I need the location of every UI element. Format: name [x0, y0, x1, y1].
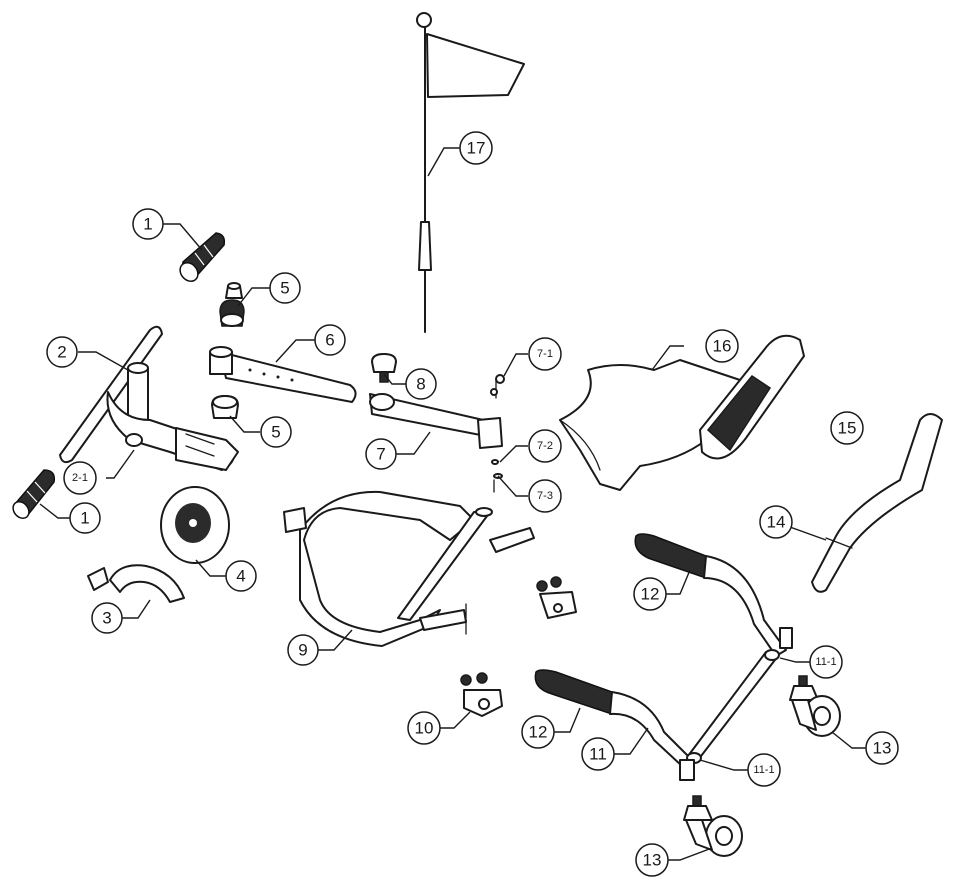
part-wheel	[160, 486, 230, 564]
callout-14: 14	[759, 505, 793, 539]
callout-9: 9	[287, 634, 319, 666]
part-main-frame	[283, 490, 535, 647]
svg-text:10: 10	[415, 719, 434, 738]
part-grip-bottom	[12, 469, 56, 519]
svg-text:11: 11	[589, 745, 607, 764]
svg-text:16: 16	[713, 337, 732, 356]
part-grip-top	[179, 232, 226, 282]
callout-8: 8	[405, 368, 437, 400]
svg-text:6: 6	[325, 331, 334, 350]
svg-text:12: 12	[641, 585, 660, 604]
part-cap-top	[219, 282, 245, 327]
part-knob	[371, 353, 397, 383]
svg-text:5: 5	[271, 423, 280, 442]
svg-text:1: 1	[143, 215, 152, 234]
svg-text:11-1: 11-1	[753, 764, 774, 776]
svg-text:15: 15	[838, 419, 857, 438]
part-upper-tube	[209, 346, 357, 403]
part-lower-tube	[369, 374, 505, 493]
svg-text:13: 13	[873, 739, 892, 758]
part-flag	[416, 12, 525, 333]
callout-6: 6	[314, 324, 346, 356]
callout-7: 7	[365, 438, 397, 470]
svg-text:12: 12	[529, 723, 548, 742]
part-clamp-upper	[536, 576, 577, 619]
callout-2-1: 2-1	[63, 461, 97, 495]
callout-5-top: 5	[269, 272, 301, 304]
part-fender	[87, 564, 185, 603]
svg-text:7-1: 7-1	[537, 348, 553, 360]
svg-text:7: 7	[376, 445, 385, 464]
callout-1-top: 1	[132, 208, 164, 240]
svg-text:2: 2	[57, 343, 66, 362]
callout-1-bottom: 1	[69, 502, 101, 534]
callout-7-2: 7-2	[528, 429, 562, 463]
svg-text:8: 8	[416, 375, 425, 394]
svg-text:11-1: 11-1	[815, 656, 836, 668]
svg-text:5: 5	[280, 279, 289, 298]
svg-text:4: 4	[236, 567, 245, 586]
callout-16: 16	[705, 329, 739, 363]
callout-12-bottom: 12	[521, 715, 555, 749]
svg-text:17: 17	[467, 139, 486, 158]
svg-text:7-2: 7-2	[537, 440, 553, 452]
callout-17: 17	[459, 131, 493, 165]
callout-5-bottom: 5	[260, 416, 292, 448]
svg-text:3: 3	[102, 609, 111, 628]
part-caster-bottom	[683, 795, 743, 857]
callout-10: 10	[407, 711, 441, 745]
part-rear-frame	[534, 533, 793, 781]
callout-15: 15	[830, 411, 864, 445]
part-seat	[559, 334, 805, 491]
part-curved-tube	[811, 413, 943, 593]
svg-text:2-1: 2-1	[72, 472, 88, 484]
part-cap-bottom	[211, 395, 239, 419]
callout-7-3: 7-3	[528, 479, 562, 513]
callout-7-1: 7-1	[528, 337, 562, 371]
svg-text:9: 9	[298, 641, 307, 660]
callout-2: 2	[46, 336, 78, 368]
part-clamp-lower	[460, 672, 503, 717]
callout-13-right: 13	[865, 731, 899, 765]
callout-4: 4	[225, 560, 257, 592]
svg-text:7-3: 7-3	[537, 490, 553, 502]
callout-11: 11	[581, 737, 615, 771]
callout-11-1-top: 11-1	[809, 645, 843, 679]
part-caster-right	[789, 675, 841, 737]
svg-text:1: 1	[80, 509, 89, 528]
callout-12-top: 12	[633, 577, 667, 611]
part-handlebar	[59, 325, 239, 471]
callout-11-1-bottom: 11-1	[747, 753, 781, 787]
callout-13-bottom: 13	[635, 843, 669, 877]
callout-3: 3	[91, 602, 123, 634]
svg-text:13: 13	[643, 851, 662, 870]
svg-text:14: 14	[767, 513, 786, 532]
